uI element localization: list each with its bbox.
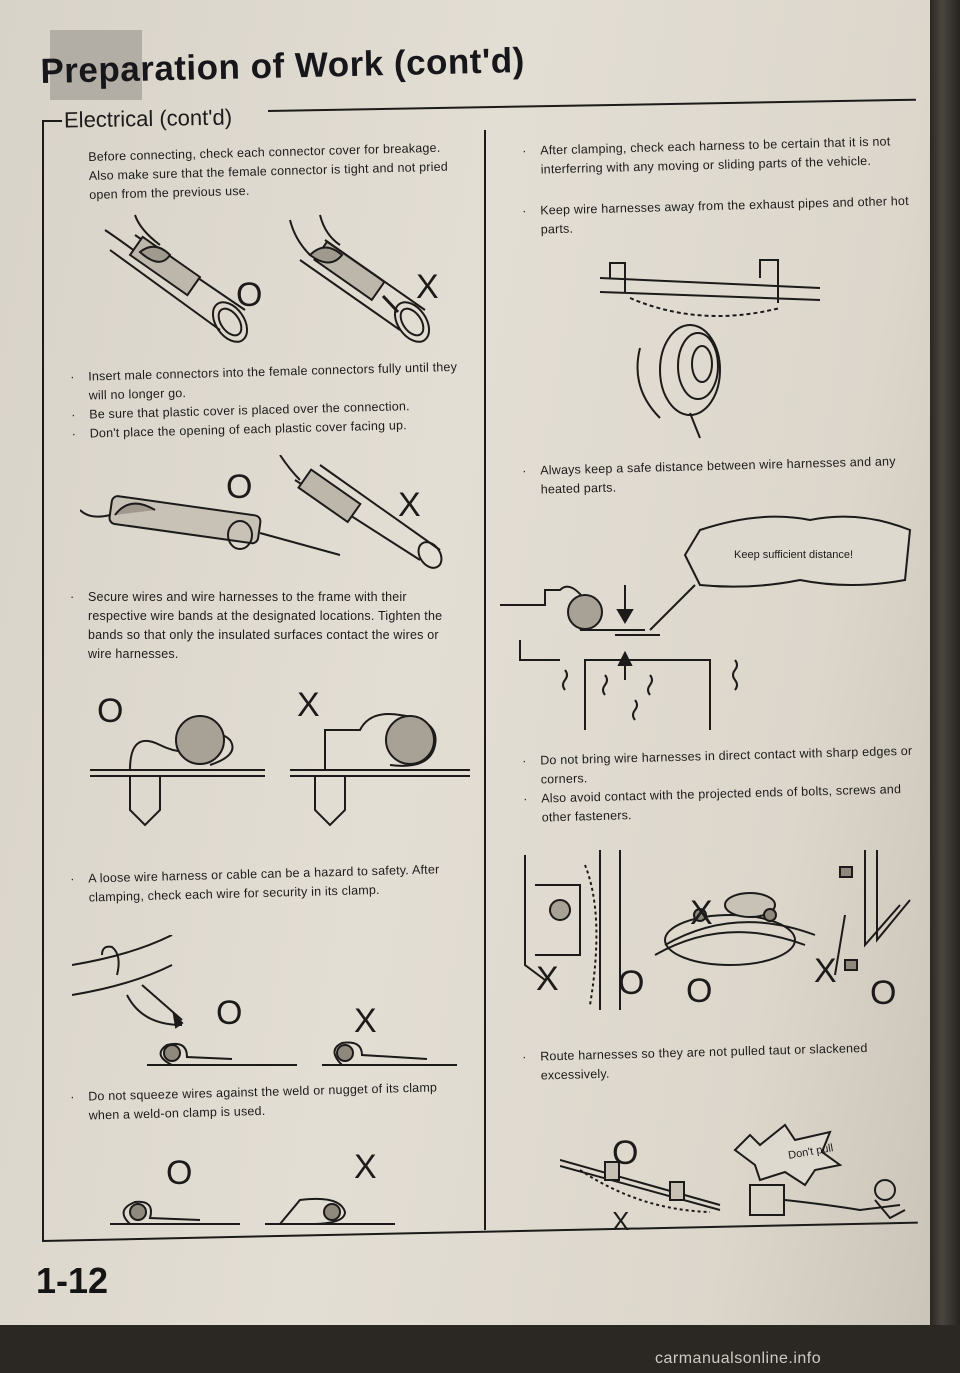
weld-clamp-illustration [110,1190,410,1230]
clamp-check-svg [72,935,457,1066]
intro-text: Before connecting, check each connector … [88,140,449,202]
frame-corner-rule [42,120,62,122]
ok-symbol: O [216,994,243,1032]
frame-left-rule [42,120,44,1240]
ng-symbol: X [354,1002,377,1040]
clamp-check-illustration [72,935,472,1070]
page-number: 1-12 [36,1260,109,1301]
ng-symbol: X [690,894,713,932]
connector-cover-illustration [80,210,470,360]
ng-symbol: X [354,1148,377,1186]
plastic-cover-illustration [80,455,460,575]
book-binding-edge [930,0,960,1373]
ok-symbol: O [236,276,263,314]
ng-symbol: X [297,686,320,724]
ok-symbol: O [612,1134,639,1172]
ng-symbol: X [536,960,559,998]
page-bottom-shadow [0,1325,960,1373]
ok-symbol: O [870,974,897,1012]
ok-symbol: O [686,972,713,1010]
sharp-edge-svg [524,850,911,1010]
weld-clamp-svg [110,1197,395,1225]
sharp-edge-illustration [505,845,915,1020]
heat-distance-svg [500,515,912,730]
ng-symbol: X [416,268,439,306]
section-tab-marker [50,30,142,100]
watermark-text: carmanualsonline.info [655,1350,822,1367]
plastic-cover-svg [80,455,443,569]
ok-symbol: O [226,468,253,506]
ng-symbol: X [398,486,421,524]
wire-band-illustration [90,710,470,835]
taut-harness-illustration [560,1110,920,1230]
ok-symbol: O [97,692,124,730]
ok-symbol: O [166,1154,193,1192]
connector-cover-svg [104,214,431,343]
sharp-edges-bullets: ·Do not bring wire harnesses in direct c… [522,742,924,828]
ng-symbol: X [814,952,837,990]
column-divider [484,130,486,1230]
list-item: ·Secure wires and wire harnesses to the … [70,590,443,661]
pulley-svg [599,259,821,439]
heat-distance-illustration [500,510,920,735]
pulley-illustration [590,248,840,448]
intro-paragraph: Before connecting, check each connector … [88,138,459,205]
connector-bullets: ·Insert male connectors into the female … [70,358,472,444]
ok-symbol: O [618,964,645,1002]
keep-distance-callout: Keep sufficient distance! [734,549,854,561]
ng-symbol: X [612,1206,630,1236]
wire-band-bullet: ·Secure wires and wire harnesses to the … [70,588,465,664]
taut-harness-svg [560,1123,906,1220]
wire-band-svg [90,713,470,827]
section-subtitle: Electrical (cont'd) [63,104,233,133]
